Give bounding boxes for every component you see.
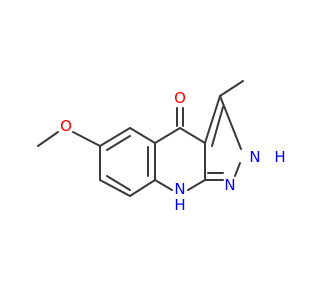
atom-ketone-oxygen: O bbox=[174, 89, 186, 107]
bond-benzene-inner-1 bbox=[106, 135, 131, 151]
bond-methoxy-c-o bbox=[37, 131, 59, 147]
atom-ring-nh-n: N bbox=[174, 180, 185, 198]
atom-ring-nh-h: H bbox=[174, 196, 185, 214]
bond-benzene-2 bbox=[129, 127, 156, 144]
bond-benzene-1 bbox=[99, 127, 131, 147]
atom-pyrazole-nh-n: N bbox=[249, 148, 260, 166]
bond-methoxy-o-ring bbox=[72, 131, 101, 147]
bond-pz-1 bbox=[204, 95, 221, 144]
bond-pz-1-inner bbox=[211, 106, 224, 147]
atom-labels: O O N H N N H bbox=[60, 89, 286, 214]
bond-benzene-5 bbox=[99, 179, 131, 197]
bond-pyr-4 bbox=[187, 179, 206, 191]
bond-benzene-4 bbox=[129, 179, 156, 197]
bond-pyr-1 bbox=[154, 127, 181, 144]
molecule-structure-diagram: O O N H N N H bbox=[37, 80, 286, 214]
atom-methoxy-oxygen: O bbox=[60, 117, 72, 135]
bond-pyr-2 bbox=[179, 127, 206, 144]
atom-pyrazole-nh-h: H bbox=[274, 148, 285, 166]
bond-methyl bbox=[219, 80, 244, 97]
bonds bbox=[37, 80, 244, 197]
atom-pyrazole-n: N bbox=[224, 176, 235, 194]
bond-pyr-5 bbox=[154, 179, 173, 191]
bond-benzene-inner-2 bbox=[106, 175, 131, 191]
bond-pz-2 bbox=[219, 95, 242, 150]
bond-pz-3 bbox=[234, 162, 241, 177]
